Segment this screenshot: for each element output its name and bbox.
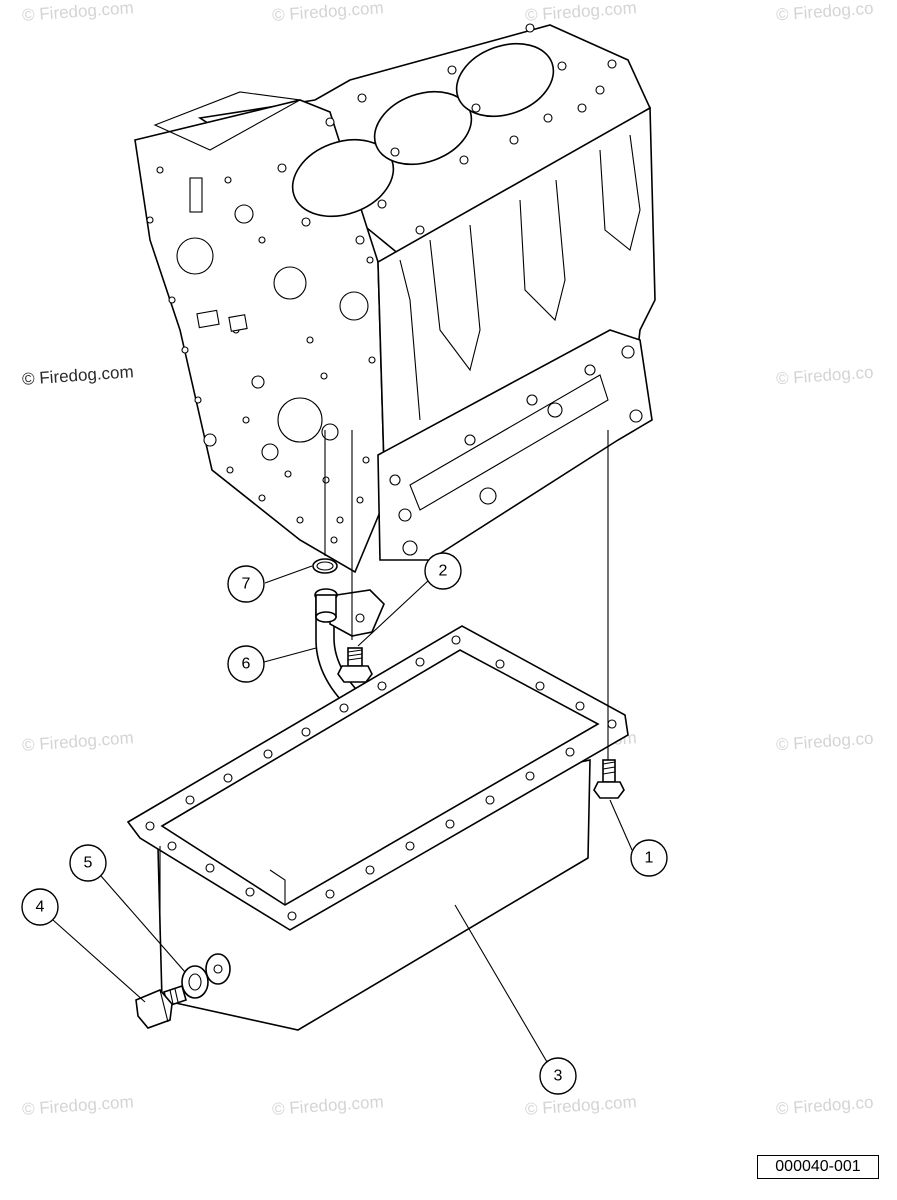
document-id-label: 000040-001: [757, 1155, 879, 1179]
deck-holes: [277, 23, 617, 245]
pan-flange-holes: [145, 635, 617, 921]
gasket-washer: [181, 965, 209, 999]
callout-2: 2: [424, 552, 462, 590]
callout-5: 5: [69, 844, 107, 882]
engine-block: [134, 23, 656, 574]
callout-1: 1: [630, 839, 668, 877]
bolt-1: [593, 759, 625, 799]
flange-holes: [389, 345, 643, 556]
callout-3: 3: [539, 1057, 577, 1095]
callout-7: 7: [227, 565, 265, 603]
callout-5-label: 5: [84, 855, 93, 872]
callout-3-label: 3: [554, 1068, 563, 1085]
assembly-lines: [159, 430, 609, 935]
o-ring-inner: [316, 561, 334, 571]
crankcase-flange: [377, 329, 653, 561]
bolt-2: [337, 647, 373, 683]
callout-2-label: 2: [439, 563, 448, 580]
cylinder-bore-3: [455, 42, 555, 118]
block-ribs: [399, 134, 641, 421]
callout-1-label: 1: [645, 850, 654, 867]
front-plate-holes: [146, 166, 376, 544]
o-ring: [312, 558, 338, 574]
callout-7-label: 7: [242, 576, 251, 593]
callout-leaders: [52, 565, 633, 1063]
callout-4: 4: [21, 888, 59, 926]
front-plate-top: [153, 91, 302, 151]
callout-6: 6: [227, 645, 265, 683]
drain-plug: [135, 984, 187, 1029]
callout-4-label: 4: [36, 899, 45, 916]
callout-6-label: 6: [242, 656, 251, 673]
oil-pan: [126, 625, 629, 1031]
flange-recess: [409, 374, 609, 511]
pan-opening: [160, 649, 600, 906]
